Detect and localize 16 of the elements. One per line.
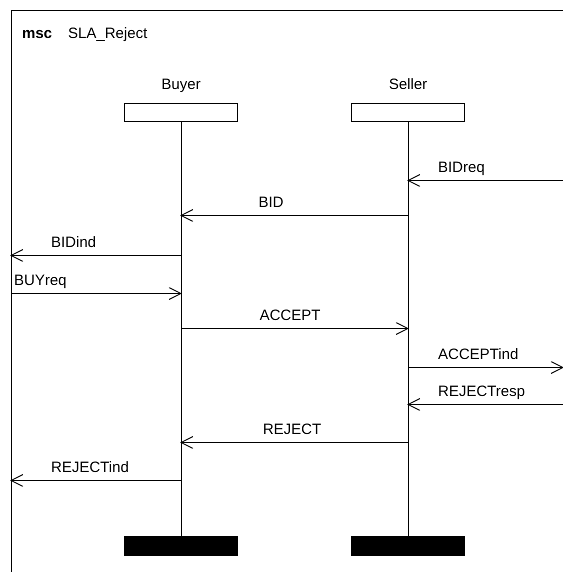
message-arrow (10, 287, 182, 300)
lifeline-name: Buyer (161, 76, 201, 94)
lifeline-name: Seller (388, 76, 428, 94)
message-label: BUYreq (13, 272, 68, 289)
message-arrow (408, 174, 563, 187)
message-arrow (408, 361, 563, 374)
diagram-name: SLA_Reject (68, 25, 148, 42)
message-label: BIDreq (437, 159, 486, 176)
message-arrow (10, 474, 182, 487)
message-arrow (180, 436, 408, 449)
msc-keyword: msc (22, 25, 52, 42)
message-arrow (180, 322, 408, 335)
message-arrow (10, 249, 182, 262)
message-arrow (180, 209, 408, 222)
message-label: REJECTresp (437, 383, 526, 400)
message-arrow (408, 398, 563, 411)
